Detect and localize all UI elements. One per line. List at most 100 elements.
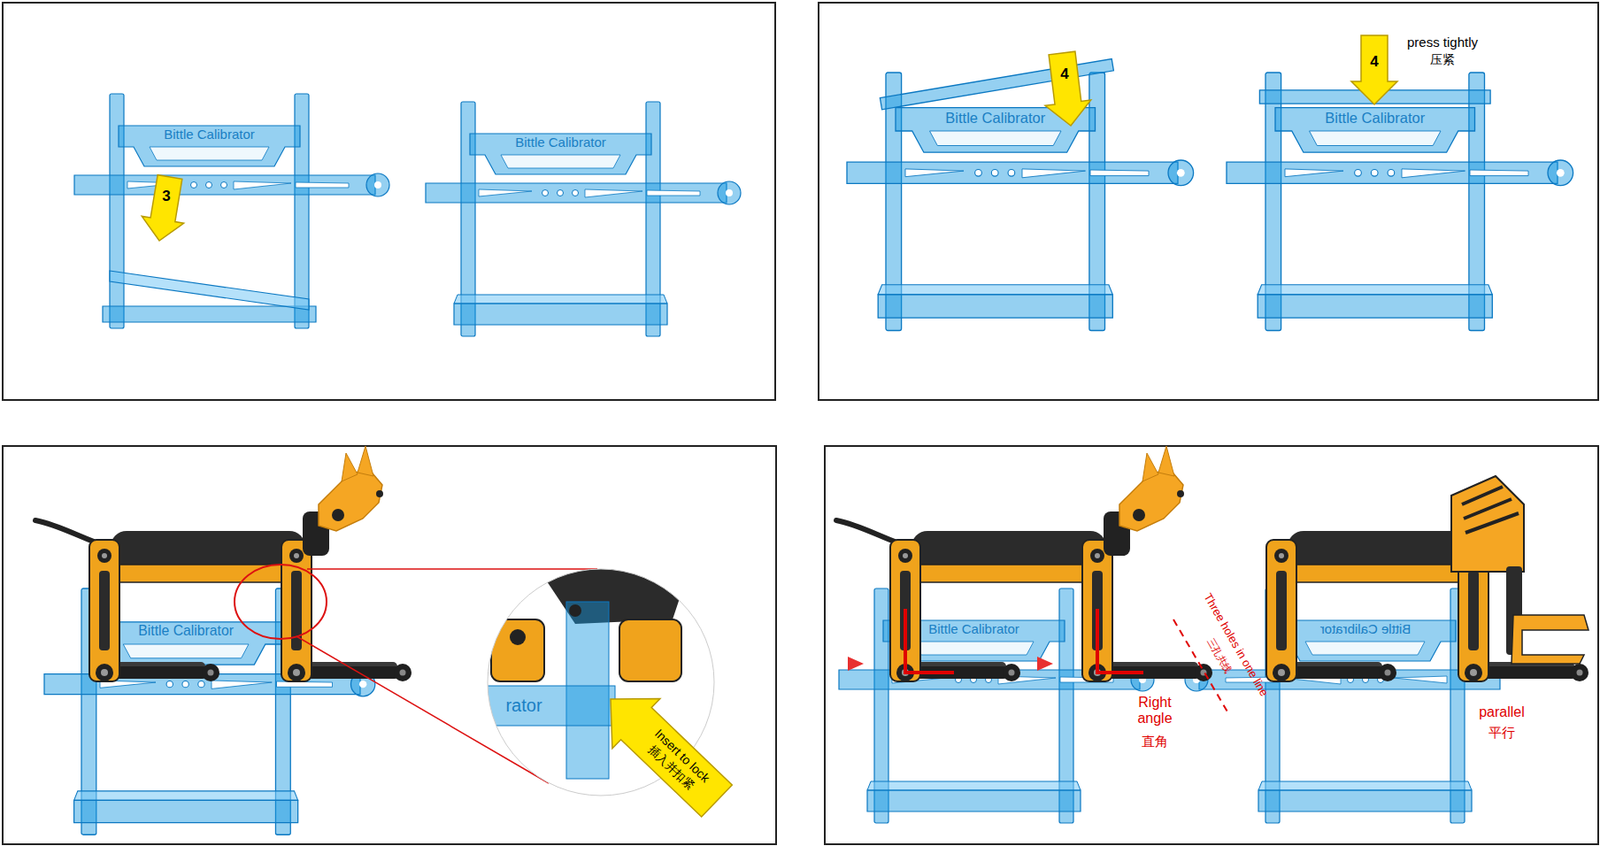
upper-leg [1266,539,1297,682]
arm-hole [206,182,213,189]
base-top [453,294,668,304]
step-arrow [1045,51,1092,126]
foot [1570,663,1589,682]
step-arrow [610,699,732,818]
leg-stripe [1468,570,1479,651]
knee-joint [95,663,114,682]
arm-hole [1176,169,1185,177]
right-angle-mark [905,608,954,673]
arm-slot [211,680,272,689]
annotation-label: 平行 [1488,724,1516,740]
arm-hole [725,189,733,197]
arm-hole [1387,169,1395,177]
robot-dog [836,446,1213,682]
foot [201,663,220,682]
joint-screw [293,553,300,559]
step-number: 3 [161,187,170,206]
base-plate [102,306,316,323]
base-plate [1257,294,1493,318]
calibrator-label: Bittle Calibrator [928,621,1020,637]
arm-hole [572,190,579,197]
zoom-circle [487,569,715,796]
arm-slot [478,189,532,197]
zoom-leg [619,619,682,682]
foot [1378,663,1397,682]
joint-screw [1094,553,1100,559]
arm-hole [557,190,564,197]
arm-slot [1401,169,1466,178]
annotation-label: parallel [1478,704,1525,721]
foot-hub [1384,669,1392,677]
step-number: 4 [1369,53,1378,71]
panel-frame [2,446,777,845]
upper-leg [89,539,120,682]
calibrator-arm [846,161,1178,184]
calibrator-label: Bittle Calibrator [515,134,607,150]
arm-stripes [1461,486,1519,533]
arm-slot [1022,169,1086,178]
knee-joint [1272,663,1291,682]
arm-hole [542,190,549,197]
zoom-screw [509,629,526,646]
panel-frame [824,446,1599,845]
arm-slot [1393,676,1447,684]
arm-hole [1007,169,1016,177]
calibrator-label: Bittle Calibrator [138,623,234,639]
arm-hole [991,169,999,177]
gripper [1511,615,1589,664]
base-top [867,781,1081,791]
calibrator-label: Bittle Calibrator [1324,108,1425,126]
calibrator-label: Bittle Calibrator [163,126,255,142]
robot-dog [1266,476,1589,682]
arm-end [366,173,390,197]
arm-slot [646,190,700,196]
arm-hole [975,169,983,177]
zoom-calibrator-label: rator [505,695,542,716]
arm-hole [1354,169,1362,177]
knee-joint [1464,663,1483,682]
calibrator-crossbar [1275,107,1476,154]
arm-slot [584,189,643,198]
zoom-leader [307,568,598,570]
foot-hub [1008,669,1016,677]
arm-slot [295,182,349,188]
dog-side-rail [101,564,310,583]
dog-ear [1142,453,1159,482]
dog-ear [1158,446,1175,477]
leg-joint [289,548,304,563]
calibrator-stand [846,59,1194,331]
arm-hole [198,680,205,687]
base-top [1257,284,1493,295]
leg-joint [97,548,112,563]
joint-screw [1278,553,1285,559]
arm-slot [233,181,292,190]
calibrator-stand [74,93,390,329]
joint-screw [100,669,108,677]
arm-hole [182,680,189,687]
panel-frame [2,2,776,400]
zoom-marker [234,564,327,639]
zoom-head-piece [530,557,691,624]
calibrator-stand [1226,72,1574,331]
base-plate [74,800,299,823]
arm-hole [1370,169,1378,177]
arm-end [717,181,741,205]
joint-screw [101,553,108,559]
crossbar-window [500,154,621,169]
knee-joint [287,663,306,682]
dog-side-rail [902,564,1111,583]
zoom-screw [569,604,582,617]
step-arrow [141,175,184,241]
calibrator-arm [425,183,727,203]
zoom-crossbar [482,685,616,726]
crossbar-window [149,146,270,161]
dog-ear [341,453,358,482]
joint-screw [1469,669,1477,677]
calibrator-crossbar [1274,620,1456,662]
panel-frame [818,2,1599,400]
arm-hole [166,680,173,687]
zoom-detail [482,557,717,797]
calibrator-crossbar [118,125,300,167]
arm-hole [1556,169,1565,177]
